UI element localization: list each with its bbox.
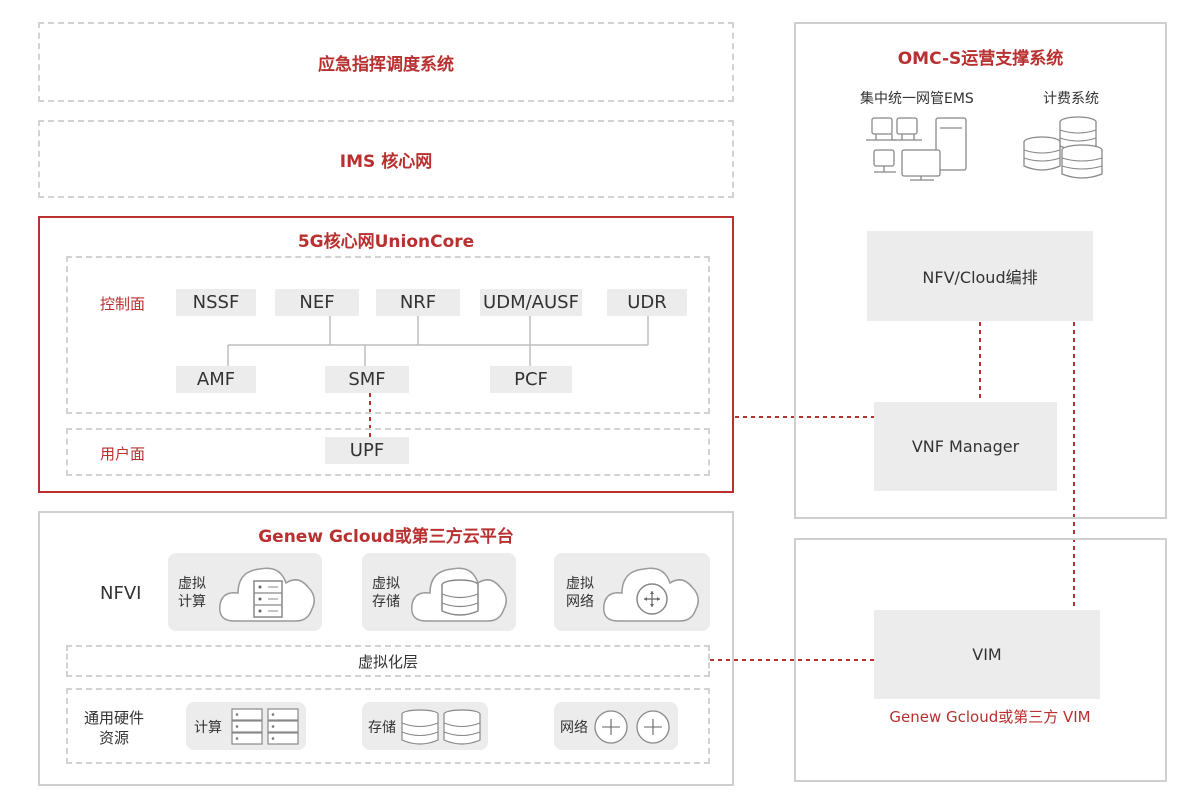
core-5g-title: 5G核心网UnionCore — [297, 232, 475, 252]
hw-compute-label: 计算 — [194, 720, 222, 736]
omc-s-title: OMC-S运营支撑系统 — [897, 49, 1064, 69]
virtual-compute-label: 虚拟 计算 — [178, 576, 206, 610]
nf-amf: AMF — [176, 366, 256, 393]
hw-network-card: 网络 — [554, 702, 678, 750]
ems-label: 集中统一网管EMS — [860, 91, 974, 107]
vnf-manager-box: VNF Manager — [874, 402, 1057, 491]
vim-box: VIM — [874, 610, 1100, 699]
virtualization-layer-label: 虚拟化层 — [357, 652, 418, 671]
virtual-network-label: 虚拟 网络 — [566, 576, 594, 610]
vim-caption: Genew Gcloud或第三方 VIM — [889, 708, 1091, 726]
user-plane-box — [66, 428, 710, 476]
nf-nef: NEF — [275, 289, 359, 316]
nf-smf: SMF — [325, 366, 409, 393]
cloud-database-icon — [411, 567, 507, 622]
nf-nssf: NSSF — [176, 289, 256, 316]
nf-udm-ausf: UDM/AUSF — [480, 289, 582, 316]
user-plane-label: 用户面 — [100, 445, 146, 463]
hardware-resources-box — [66, 688, 710, 764]
ems-computers-icon — [866, 117, 967, 181]
hw-compute-card: 计算 — [186, 702, 306, 750]
virtual-network-card: 虚拟 网络 — [554, 553, 710, 631]
nf-pcf: PCF — [490, 366, 572, 393]
gcloud-platform-box — [38, 511, 734, 786]
cloud-server-icon — [219, 567, 315, 622]
virtual-storage-label: 虚拟 存储 — [372, 576, 400, 610]
hw-network-label: 网络 — [560, 720, 588, 736]
billing-database-icon — [1023, 116, 1103, 179]
virtualization-layer: 虚拟化层 — [66, 645, 710, 677]
virtual-compute-card: 虚拟 计算 — [168, 553, 322, 631]
cloud-router-icon — [603, 567, 699, 622]
ims-core-layer: IMS 核心网 — [38, 120, 734, 198]
nfvi-label: NFVI — [100, 583, 142, 604]
core-5g-box — [38, 216, 734, 493]
billing-label: 计费系统 — [1043, 91, 1099, 107]
nf-udr: UDR — [607, 289, 687, 316]
gcloud-platform-title: Genew Gcloud或第三方云平台 — [258, 527, 514, 547]
virtual-storage-card: 虚拟 存储 — [362, 553, 516, 631]
nf-nrf: NRF — [376, 289, 460, 316]
hw-storage-card: 存储 — [362, 702, 488, 750]
hw-storage-label: 存储 — [368, 720, 396, 736]
ims-core-title: IMS 核心网 — [339, 151, 433, 172]
hardware-resources-label: 通用硬件 资源 — [84, 709, 145, 747]
network-switch-icon — [594, 710, 670, 744]
emergency-dispatch-title: 应急指挥调度系统 — [318, 54, 454, 75]
control-plane-label: 控制面 — [100, 295, 146, 313]
emergency-dispatch-layer: 应急指挥调度系统 — [38, 22, 734, 102]
omc-s-box — [794, 22, 1167, 519]
vim-outer-box — [794, 538, 1167, 782]
control-plane-box — [66, 256, 710, 414]
server-rack-icon — [231, 708, 299, 745]
nfv-orchestration-box: NFV/Cloud编排 — [867, 231, 1093, 321]
nf-upf: UPF — [325, 437, 409, 464]
database-disks-icon — [401, 709, 481, 745]
